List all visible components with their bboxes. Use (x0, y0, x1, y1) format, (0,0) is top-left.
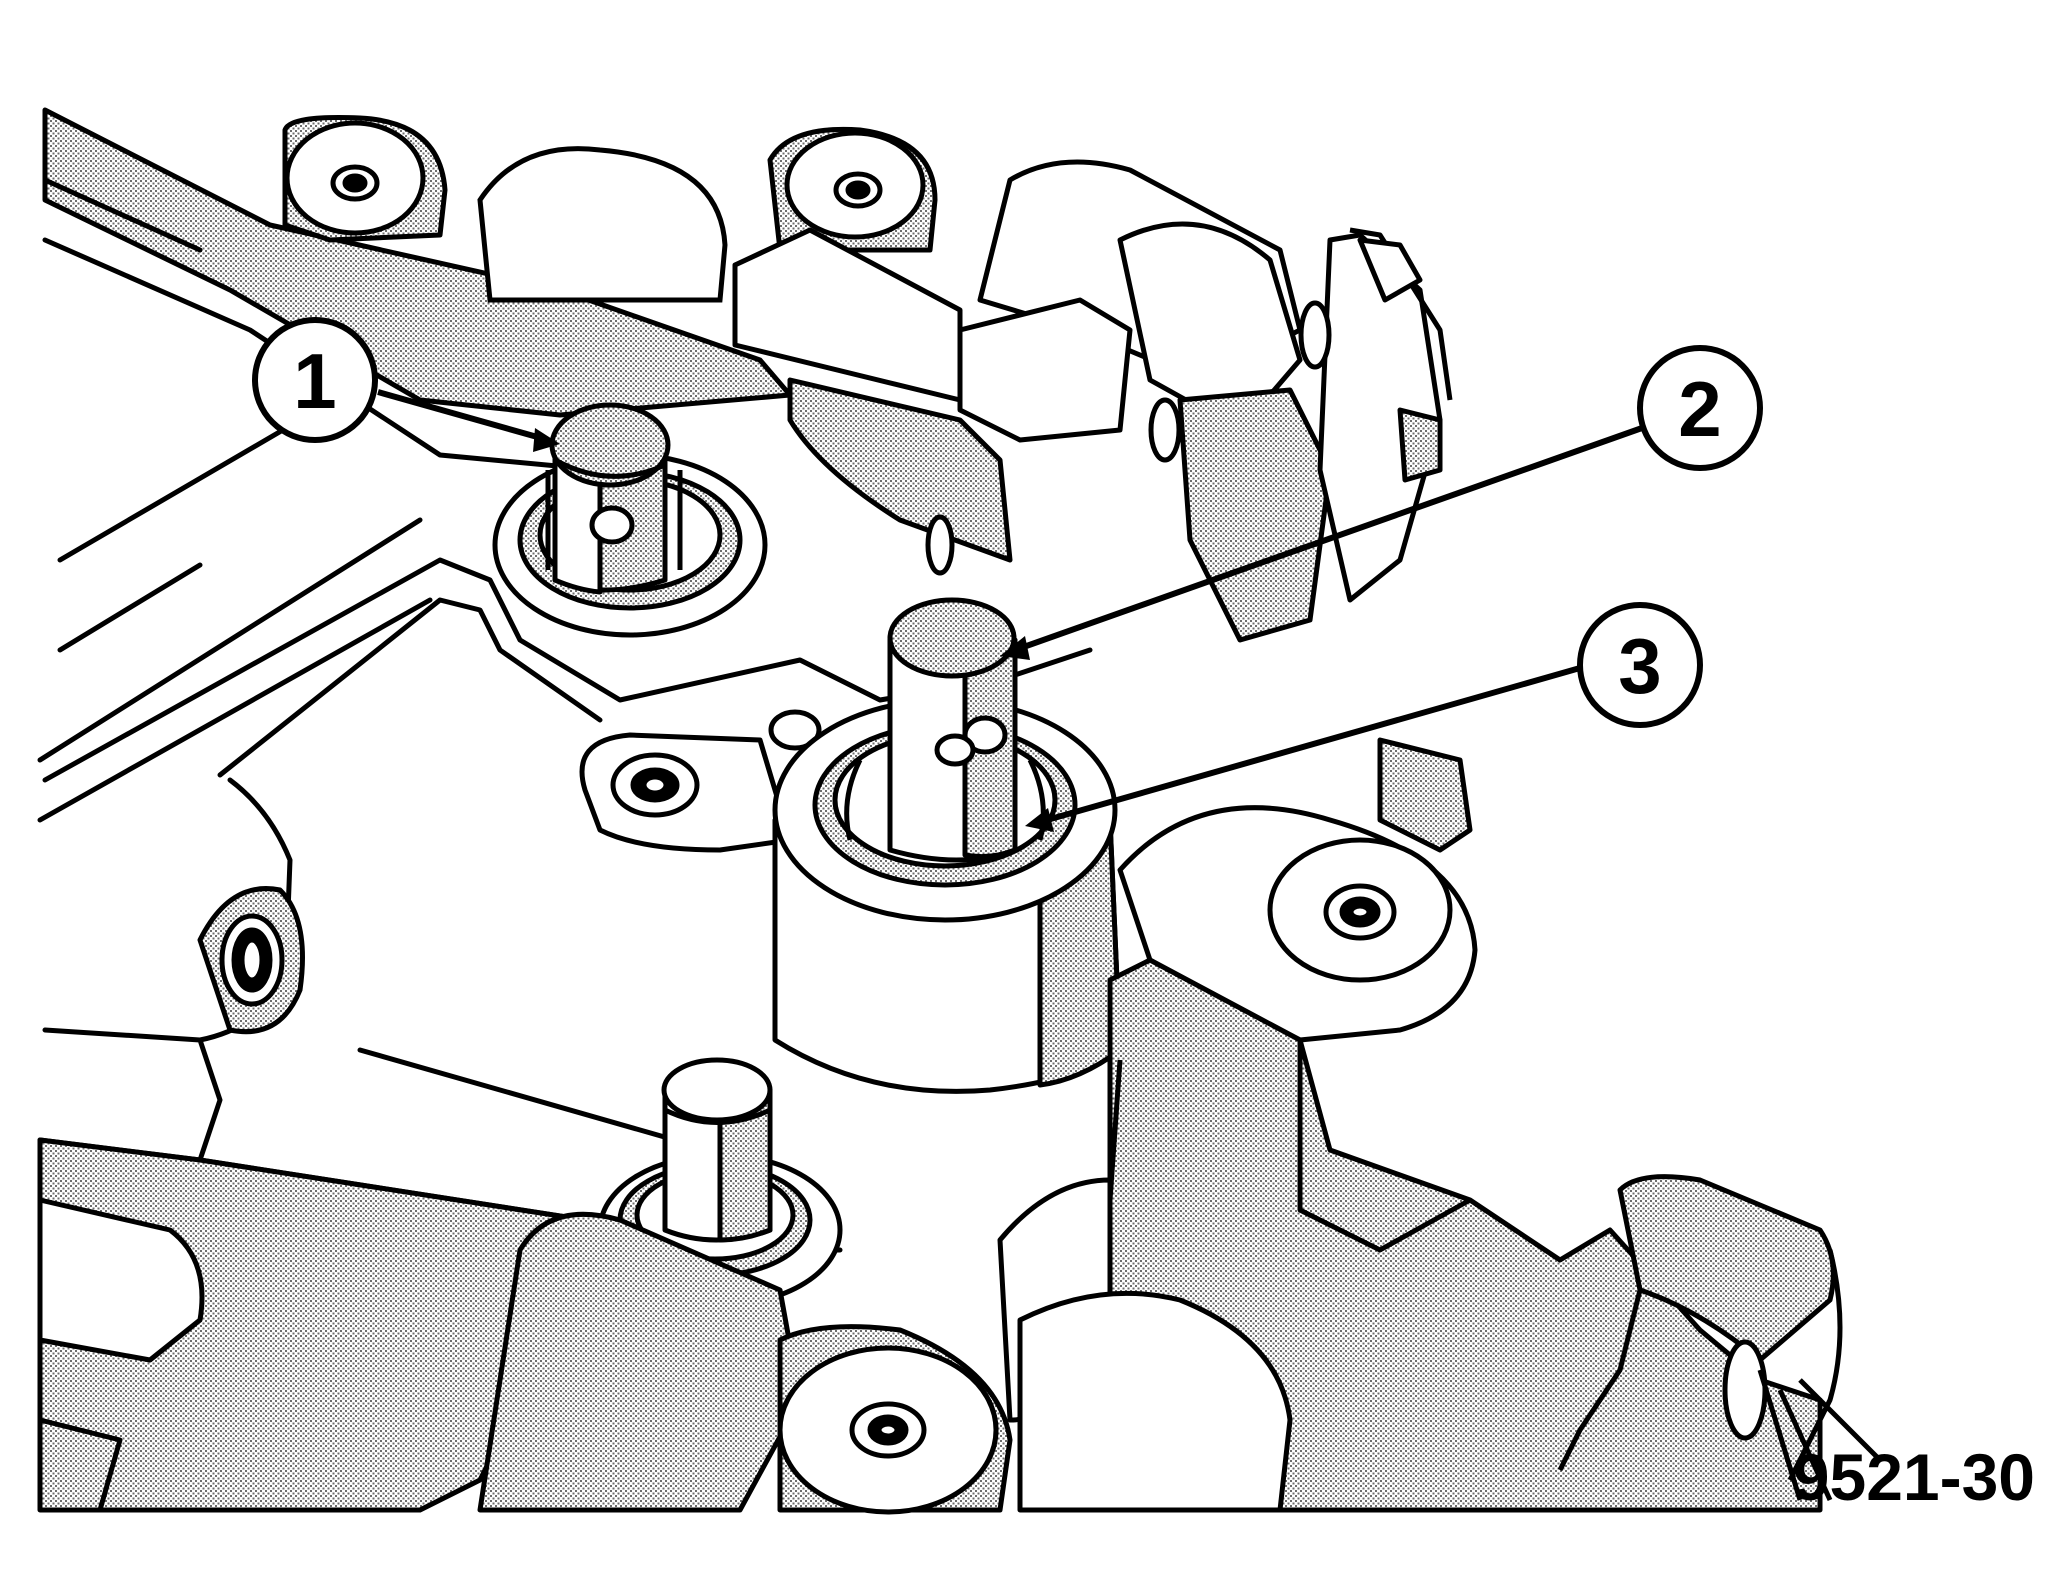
leader-line-3 (1039, 665, 1581, 825)
leader-line-2 (1013, 425, 1644, 653)
pin-1 (545, 402, 683, 595)
callout-3-circle (1577, 602, 1703, 728)
callout-1: 1 (252, 317, 560, 452)
figure-id: 9521-30 (1793, 1440, 2035, 1514)
center-bolt-ear (579, 709, 822, 853)
shaft-2 (887, 597, 1018, 863)
top-cylinder (477, 146, 728, 303)
callout-3-label: 3 (1618, 622, 1661, 710)
callout-3: 3 (1025, 602, 1703, 832)
leader-line-1 (377, 389, 549, 443)
leader-arrow-1 (533, 428, 560, 452)
top-boss-left (282, 115, 448, 243)
callout-2-circle (1637, 345, 1763, 471)
callout-2: 2 (1000, 345, 1763, 660)
leader-arrow-3 (1025, 808, 1054, 832)
valve-body-blocks (732, 159, 1473, 853)
top-boss-center (767, 126, 938, 253)
callout-2-label: 2 (1678, 365, 1721, 453)
lower-web (997, 1177, 1293, 1513)
right-bolt-boss (1117, 805, 1478, 1043)
callout-1-circle (252, 317, 378, 443)
left-side-boss (197, 886, 305, 1035)
leader-arrow-2 (1000, 636, 1030, 660)
callout-1-label: 1 (293, 337, 336, 425)
right-end-arm (1557, 1174, 1882, 1502)
lower-bolt-boss (477, 1211, 1013, 1515)
